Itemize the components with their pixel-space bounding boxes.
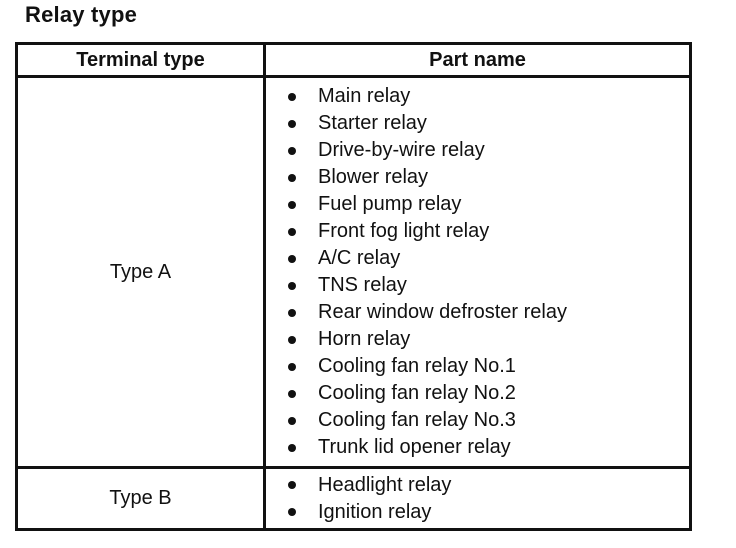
part-name: Cooling fan relay No.2 — [318, 382, 516, 404]
list-item: Headlight relay — [288, 472, 689, 499]
part-name-list: Headlight relay Ignition relay — [266, 472, 689, 526]
list-item: A/C relay — [288, 245, 689, 272]
part-name: Horn relay — [318, 328, 411, 350]
part-name: Cooling fan relay No.3 — [318, 409, 516, 431]
list-item: Drive-by-wire relay — [288, 137, 689, 164]
part-name-cell: Main relay Starter relay Drive-by-wire r… — [266, 78, 689, 466]
list-item: Starter relay — [288, 110, 689, 137]
list-item: TNS relay — [288, 272, 689, 299]
bullet-icon — [288, 443, 296, 452]
bullet-icon — [288, 254, 296, 263]
part-name: Ignition relay — [318, 500, 432, 523]
bullet-icon — [288, 481, 296, 489]
bullet-icon — [288, 508, 296, 516]
table-row-type-b: Type B Headlight relay Ignition relay — [18, 466, 689, 528]
list-item: Front fog light relay — [288, 218, 689, 245]
part-name: Trunk lid opener relay — [318, 436, 511, 458]
list-item: Cooling fan relay No.2 — [288, 380, 689, 407]
part-name: Headlight relay — [318, 473, 452, 496]
bullet-icon — [288, 119, 296, 128]
bullet-icon — [288, 308, 296, 317]
bullet-icon — [288, 227, 296, 236]
relay-type-table: Terminal type Part name Type A Main rela… — [15, 42, 692, 531]
part-name: Starter relay — [318, 112, 427, 134]
part-name: Cooling fan relay No.1 — [318, 355, 516, 377]
bullet-icon — [288, 200, 296, 209]
bullet-icon — [288, 146, 296, 155]
part-name: Main relay — [318, 85, 411, 107]
bullet-icon — [288, 281, 296, 290]
list-item: Main relay — [288, 83, 689, 110]
bullet-icon — [288, 416, 296, 425]
part-name: TNS relay — [318, 274, 407, 296]
bullet-icon — [288, 173, 296, 182]
part-name: Blower relay — [318, 166, 429, 188]
table-header-row: Terminal type Part name — [18, 45, 689, 75]
bullet-icon — [288, 92, 296, 101]
list-item: Blower relay — [288, 164, 689, 191]
part-name: A/C relay — [318, 247, 401, 269]
list-item: Cooling fan relay No.3 — [288, 407, 689, 434]
list-item: Rear window defroster relay — [288, 299, 689, 326]
part-name: Fuel pump relay — [318, 193, 462, 215]
column-header-part-name: Part name — [429, 48, 526, 71]
column-header-terminal-type: Terminal type — [18, 45, 266, 75]
list-item: Horn relay — [288, 326, 689, 353]
part-name: Rear window defroster relay — [318, 301, 567, 323]
bullet-icon — [288, 362, 296, 371]
terminal-type-label: Type B — [109, 487, 172, 509]
part-name-list: Main relay Starter relay Drive-by-wire r… — [266, 83, 689, 461]
list-item: Fuel pump relay — [288, 191, 689, 218]
table-row-type-a: Type A Main relay Starter relay Drive-by… — [18, 75, 689, 466]
bullet-icon — [288, 335, 296, 344]
terminal-type-label: Type A — [109, 260, 172, 283]
terminal-type-cell: Type A — [18, 78, 266, 466]
list-item: Trunk lid opener relay — [288, 434, 689, 461]
part-name: Front fog light relay — [318, 220, 490, 242]
part-name: Drive-by-wire relay — [318, 139, 485, 161]
page-title: Relay type — [25, 2, 138, 27]
list-item: Ignition relay — [288, 499, 689, 526]
part-name-cell: Headlight relay Ignition relay — [266, 469, 689, 528]
terminal-type-cell: Type B — [18, 469, 266, 528]
list-item: Cooling fan relay No.1 — [288, 353, 689, 380]
bullet-icon — [288, 389, 296, 398]
